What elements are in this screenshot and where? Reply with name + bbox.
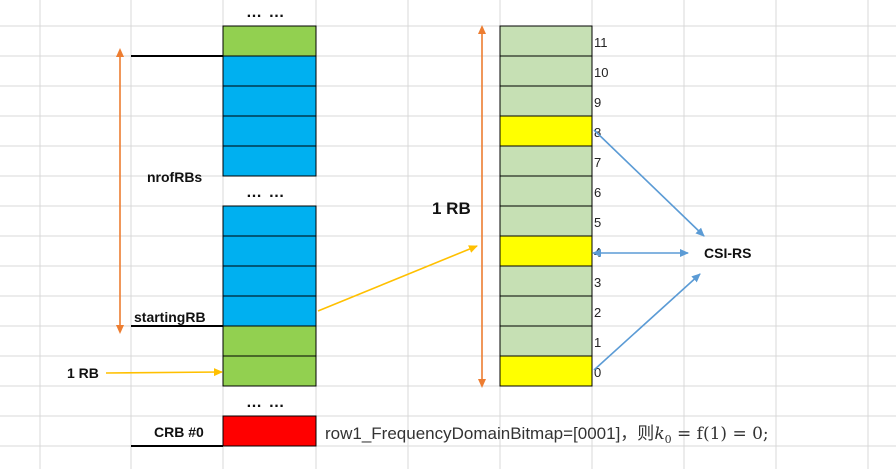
subcarrier-cell (499, 25, 593, 57)
subcarrier-index-label: 11 (594, 35, 608, 50)
rb-block (222, 205, 317, 237)
formula-k: k (654, 424, 664, 444)
subcarrier-index-label: 2 (594, 305, 601, 320)
subcarrier-index-label: 1 (594, 335, 601, 350)
rb-block-below (222, 325, 317, 357)
rb-block-one-rb (222, 355, 317, 387)
resource-block-column (222, 25, 317, 447)
ellipsis-bottom: … … (246, 394, 285, 411)
subcarrier-index-label: 7 (594, 155, 601, 170)
rb-expand-arrow (317, 245, 478, 312)
formula-sub: 0 (665, 433, 672, 446)
formula-prefix: row1_FrequencyDomainBitmap=[0001]，则 (325, 424, 654, 443)
one-rb-label-middle: 1 RB (432, 199, 471, 218)
rb-block (222, 55, 317, 87)
rb-block (222, 115, 317, 147)
subcarrier-index-label: 3 (594, 275, 601, 290)
bitmap-formula: row1_FrequencyDomainBitmap=[0001]，则k0 = … (325, 424, 769, 446)
subcarrier-cell (499, 55, 593, 87)
csi-rs-arrow-from-8 (593, 129, 705, 237)
rb-block (222, 235, 317, 267)
rb-block (222, 265, 317, 297)
subcarrier-cell (499, 145, 593, 177)
subcarrier-cell-csi-rs (499, 115, 593, 147)
csi-rs-arrow-from-0 (593, 273, 701, 371)
ellipsis-middle: … … (246, 184, 285, 201)
crb0-label: CRB #0 (154, 424, 204, 440)
subcarrier-column: 01234567891011 (499, 25, 608, 387)
subcarrier-cell (499, 295, 593, 327)
ellipsis-top: … … (246, 4, 285, 21)
rb-block (222, 145, 317, 177)
subcarrier-cell-csi-rs (499, 355, 593, 387)
rb-block-starting (222, 295, 317, 327)
rb-block-top (222, 25, 317, 57)
formula-rest: = f(1) = 0; (672, 424, 769, 444)
startingrb-label: startingRB (134, 309, 206, 325)
subcarrier-index-label: 10 (594, 65, 608, 80)
subcarrier-cell (499, 205, 593, 237)
rb-block (222, 85, 317, 117)
subcarrier-cell (499, 325, 593, 357)
subcarrier-index-label: 6 (594, 185, 601, 200)
subcarrier-cell-csi-rs (499, 235, 593, 267)
subcarrier-cell (499, 265, 593, 297)
csi-rs-label: CSI-RS (704, 245, 751, 261)
subcarrier-index-label: 5 (594, 215, 601, 230)
subcarrier-index-label: 9 (594, 95, 601, 110)
nrofrbs-label: nrofRBs (147, 169, 202, 185)
subcarrier-cell (499, 175, 593, 207)
crb0-block (222, 415, 317, 447)
one-rb-pointer-arrow (105, 368, 223, 377)
subcarrier-cell (499, 85, 593, 117)
subcarrier-index-label: 0 (594, 365, 601, 380)
one-rb-label-left: 1 RB (67, 365, 99, 381)
